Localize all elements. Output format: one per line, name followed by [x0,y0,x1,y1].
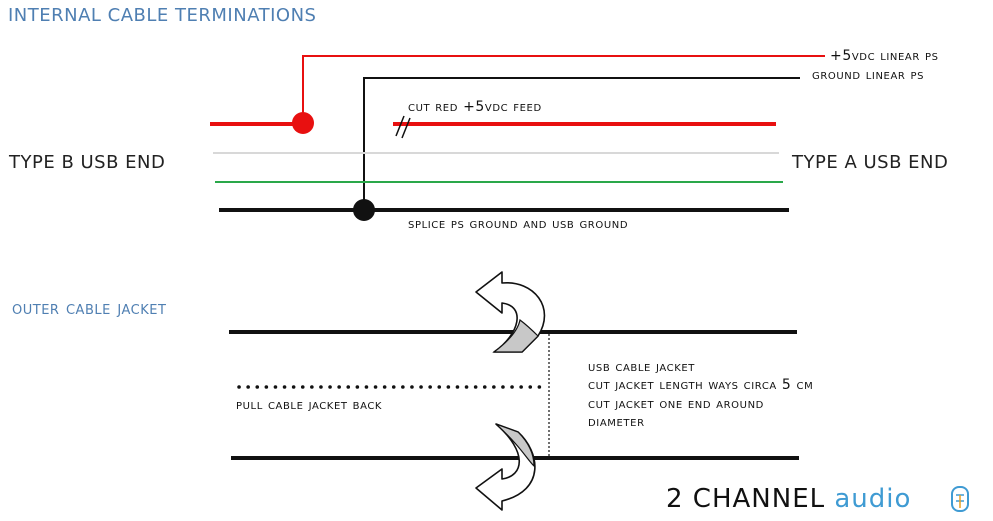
label-type-a-end: TYPE A USB END [792,152,949,173]
section-title-internal: INTERNAL CABLE TERMINATIONS [8,5,317,26]
label-ground-linear-ps: Ground Linear PS [812,67,925,83]
note-line-1: USB cable jacket [588,359,696,375]
cut-mark-1 [395,115,405,137]
note-line-4: diameter [588,414,645,430]
brand-text-channel: 2 CHANNEL [666,484,835,514]
peel-arrow-bottom-icon [475,423,536,511]
vacuum-tube-icon [951,486,969,512]
cut-mark-2 [401,117,411,139]
label-splice-ground: Splice PS Ground and USB Ground [408,216,629,232]
label-pull-jacket-back: pull cable jacket back [236,397,383,413]
label-type-b-end: TYPE B USB END [9,152,166,173]
note-line-2: cut jacket length ways circa 5 cm [588,377,814,393]
ps-5v-lead [302,55,825,124]
ps-ground-lead [363,77,800,210]
label-5v-linear-ps: +5VDC Linear PS [830,48,939,64]
section-title-outer: outer cable jacket [12,297,167,319]
peel-arrow-bottom-shade [495,423,535,468]
ground-splice-dot [353,199,375,221]
brand-logo: 2 CHANNEL audio [666,486,911,512]
label-cut-red-feed: Cut red +5VDC Feed [408,99,542,115]
peel-arrow-top-shade [492,318,539,353]
brand-text-audio: audio [834,484,912,514]
note-line-3: cut jacket one end around [588,396,764,412]
red-junction-dot [292,112,314,134]
